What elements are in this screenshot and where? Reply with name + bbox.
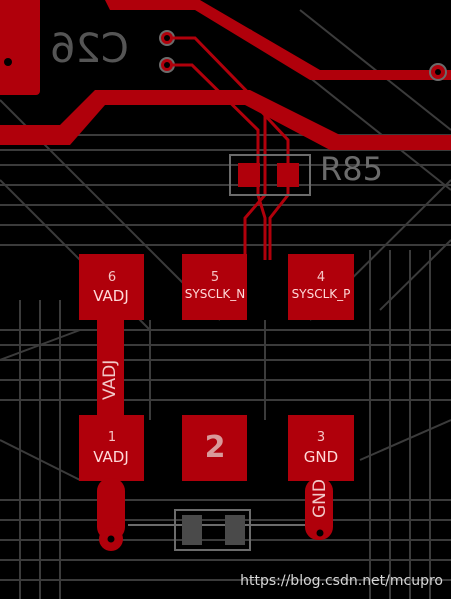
vadj-trace-label: VADJ [100, 359, 120, 400]
r85-refdes: R85 [320, 150, 383, 188]
r85-pads [238, 163, 299, 187]
pad-traces [97, 318, 333, 540]
bottom-component [128, 509, 305, 551]
pad-4-number: 4 [316, 270, 326, 285]
pad-2-number: 2 [204, 430, 226, 465]
pad-6-net: VADJ [93, 287, 129, 305]
pad-5-net: SYSCLK_N [184, 287, 246, 301]
bottom-component-pads [182, 515, 245, 545]
pad-3-net: GND [303, 448, 339, 466]
pad-3-number: 3 [316, 430, 326, 445]
r85-outline [229, 154, 311, 196]
gnd-trace-label: GND [310, 479, 330, 518]
c26-refdes: C26 [50, 26, 129, 72]
watermark: https://blog.csdn.net/mcupro [240, 573, 443, 589]
copper-pours [0, 0, 451, 150]
pad-1-net: VADJ [93, 448, 129, 466]
pad-4-net: SYSCLK_P [291, 287, 351, 301]
pad-5-number: 5 [210, 270, 220, 285]
trace-vias [99, 527, 324, 551]
component-pads [79, 254, 354, 481]
pad-1-number: 1 [107, 430, 117, 445]
pad-6-number: 6 [107, 270, 117, 285]
